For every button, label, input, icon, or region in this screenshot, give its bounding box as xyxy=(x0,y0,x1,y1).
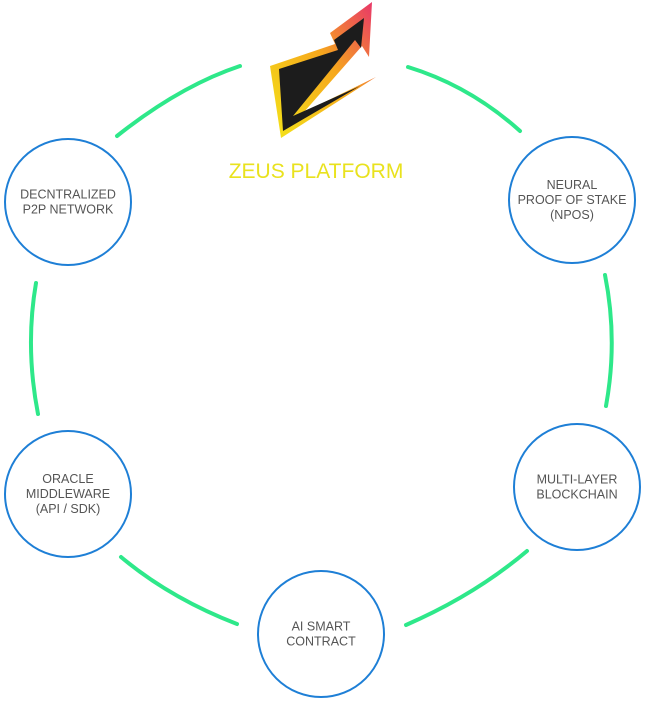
platform-title: ZEUS PLATFORM xyxy=(229,160,404,183)
zeus-logo-letter xyxy=(279,18,364,131)
node-label-line: BLOCKCHAIN xyxy=(536,488,617,502)
node-label-line: NEURAL xyxy=(547,178,598,192)
node-label-line: ORACLE xyxy=(42,472,93,486)
node-label-line: MIDDLEWARE xyxy=(26,487,110,501)
ring-arc-left-vertical xyxy=(29,281,40,416)
node-label-line: PROOF OF STAKE xyxy=(518,193,627,207)
ring-arc-right-vertical xyxy=(603,273,614,408)
node-label-line: MULTI-LAYER xyxy=(537,473,618,487)
connection-ring xyxy=(29,64,614,627)
node-circle xyxy=(4,138,132,266)
node-label-line: CONTRACT xyxy=(286,635,356,649)
node-label-line: AI SMART xyxy=(292,620,351,634)
node-label-line: P2P NETWORK xyxy=(23,203,114,217)
node-label-line: (API / SDK) xyxy=(36,502,101,516)
node-label-line: DECNTRALIZED xyxy=(20,188,116,202)
node-label-line: (NPOS) xyxy=(550,208,594,222)
ring-arc-logo-left xyxy=(115,64,242,138)
node-circle xyxy=(513,423,641,551)
ring-arc-bottom-left xyxy=(119,555,239,626)
node-circle xyxy=(257,570,385,698)
ring-arc-bottom-right xyxy=(404,549,529,627)
node-circle xyxy=(4,430,132,558)
node-circle xyxy=(508,136,636,264)
zeus-logo xyxy=(270,2,376,138)
ring-arc-logo-right xyxy=(406,65,522,133)
